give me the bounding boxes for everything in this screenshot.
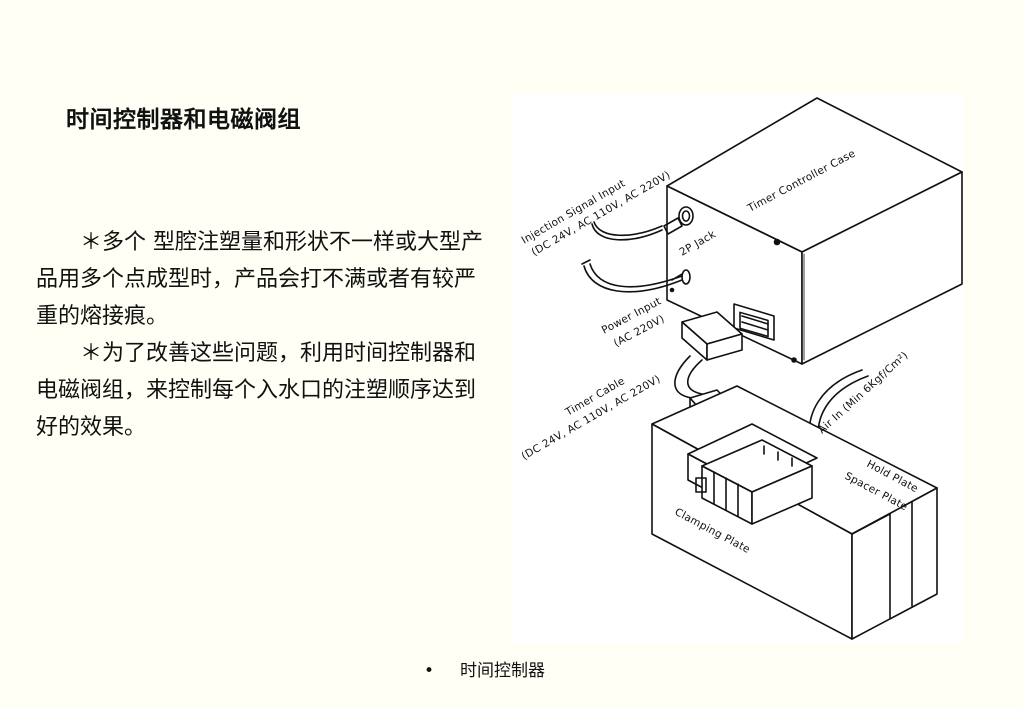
slide-title: 时间控制器和电磁阀组	[66, 107, 301, 133]
paragraph-solution: ＊为了改善这些问题，利用时间控制器和电磁阀组，来控制每个入水口的注塑顺序达到好的…	[36, 341, 477, 440]
diagram-svg: Timer Controller Case Injection Signal I…	[520, 97, 963, 640]
paragraph-multi-cavity: ＊多个 型腔注塑量和形状不一样或大型产品用多个点成型时，产品会打不满或者有较严重…	[36, 230, 483, 329]
footer-text: 时间控制器	[460, 661, 545, 681]
mold-assembly	[651, 385, 938, 640]
footer-note: • 时间控制器	[424, 656, 545, 681]
timer-valve-diagram: Timer Controller Case Injection Signal I…	[512, 94, 964, 644]
timer-socket	[733, 303, 775, 341]
body-text: ＊多个 型腔注塑量和形状不一样或大型产品用多个点成型时，产品会打不满或者有较严重…	[36, 224, 494, 446]
timer-controller-case	[666, 97, 963, 365]
power-input-cable	[581, 259, 691, 293]
label-timer-cable-spec: (DC 24V, AC 110V, AC 220V)	[520, 373, 663, 463]
label-air-in: Air In (Min 6Kgf/Cm²)	[816, 349, 911, 436]
label-injection-signal-spec: (DC 24V, AC 110V, AC 220V)	[530, 169, 673, 259]
jack-connector	[591, 206, 694, 241]
footer-bullet: •	[424, 661, 435, 681]
